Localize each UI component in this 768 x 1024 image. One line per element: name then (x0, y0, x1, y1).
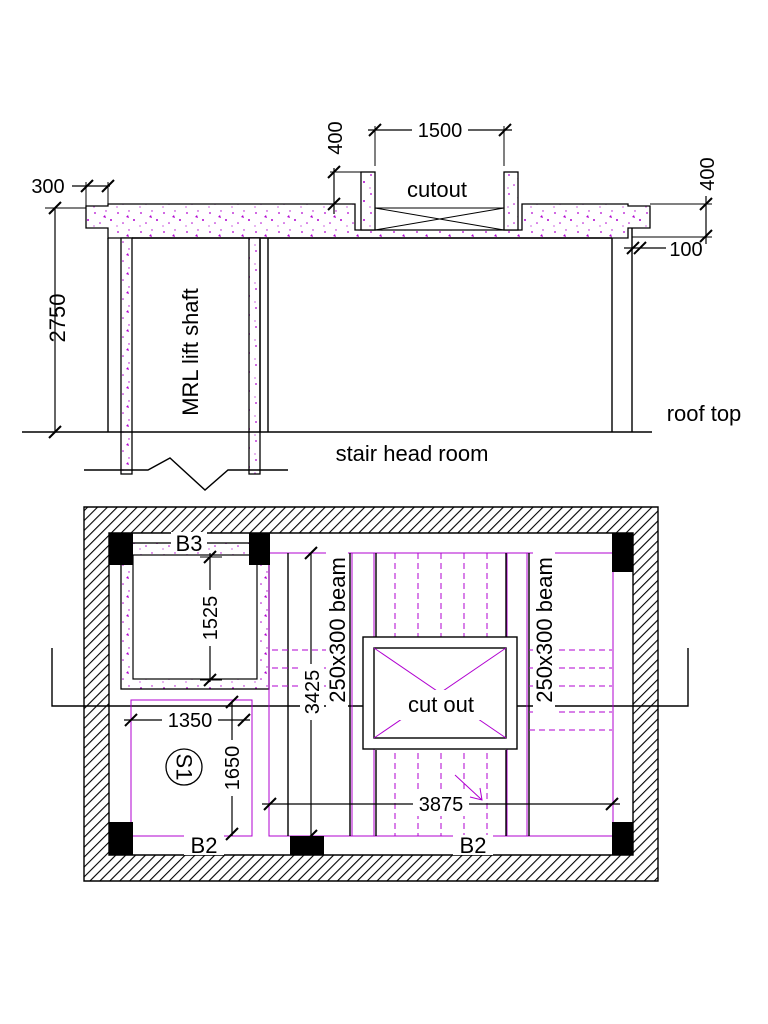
column-bottom-right (612, 822, 633, 855)
label-beam-right: 250x300 beam (532, 557, 557, 703)
label-cutout: cutout (407, 177, 467, 202)
label-lift-shaft: MRL lift shaft (178, 288, 203, 416)
label-beam-left: 250x300 beam (325, 557, 350, 703)
dim-parapet: 300 (31, 176, 64, 198)
roof-slab (85, 203, 651, 239)
column-bottom-left (109, 822, 133, 855)
dim-wall: 100 (669, 239, 702, 261)
label-roof-top: roof top (667, 401, 742, 426)
dim-height: 2750 (45, 294, 70, 343)
column-bottom-mid (290, 836, 324, 855)
dim-slab-depth-plan: 1650 (222, 746, 244, 791)
column-top-mid (249, 533, 270, 565)
label-cut-out: cut out (408, 692, 474, 717)
slab-tag-circle (165, 748, 203, 786)
wall-left-outer (120, 237, 133, 475)
dim-stair-width: 3875 (419, 794, 464, 816)
dim-upstand: 400 (325, 121, 347, 154)
plan-view: cut out B3 B2 B2 250x300 beam 250x300 be… (51, 506, 689, 882)
break-line (84, 457, 288, 491)
label-beam-b3: B3 (176, 531, 203, 556)
stair-arrow (454, 774, 483, 801)
dim-slab-width: 1350 (168, 710, 213, 732)
slab-tag-s1: S1 (172, 754, 197, 781)
column-top-right (612, 533, 633, 572)
column-top-left (109, 533, 133, 565)
label-stair-head-room: stair head room (336, 441, 489, 466)
dim-cutout-width: 1500 (418, 120, 463, 142)
dim-slab-depth: 400 (697, 157, 719, 190)
label-beam-b2-right: B2 (460, 833, 487, 858)
cutout-upstand-right (503, 171, 519, 231)
dim-stair-depth: 3425 (302, 670, 324, 715)
cutout-upstand-left (360, 171, 376, 231)
lift-shaft-inner (132, 554, 258, 680)
label-beam-b2-left: B2 (191, 833, 218, 858)
wall-shaft-right (248, 237, 261, 475)
dim-shaft-depth: 1525 (200, 596, 222, 641)
section-view: 2750 300 400 1500 cutout 400 (22, 118, 742, 491)
